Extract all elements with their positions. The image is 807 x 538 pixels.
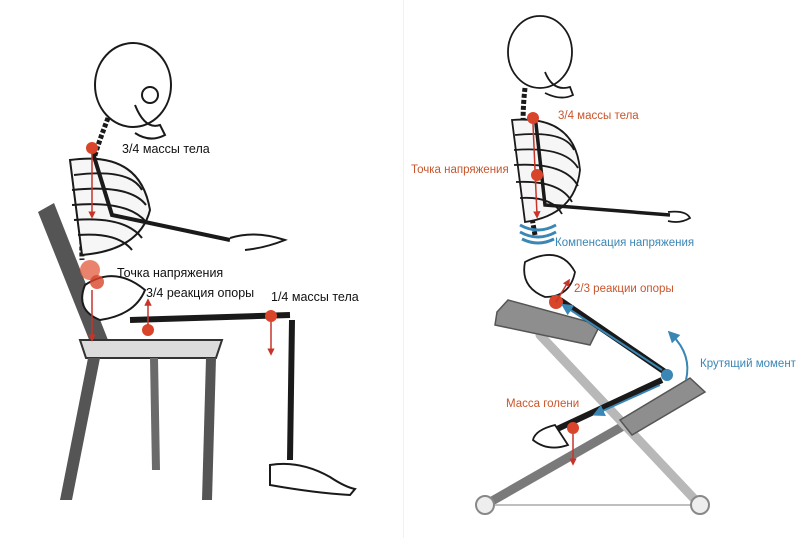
knee-marker bbox=[661, 369, 673, 381]
compensation-highlight bbox=[519, 223, 557, 245]
right-force-markers bbox=[519, 112, 689, 466]
jaw bbox=[134, 104, 167, 140]
kneeling-skeleton-right bbox=[507, 15, 692, 449]
ribs bbox=[513, 133, 579, 215]
left-upper-mass-label: 3/4 массы тела bbox=[122, 142, 210, 156]
panel-divider bbox=[403, 0, 404, 538]
chair-seat bbox=[78, 339, 224, 359]
hand bbox=[667, 210, 692, 223]
upper-mass-marker bbox=[527, 112, 539, 124]
chair-leg-mid bbox=[150, 358, 160, 470]
seated-skeleton-left bbox=[68, 42, 357, 497]
knee-pad bbox=[618, 377, 707, 436]
skull bbox=[507, 15, 573, 89]
jaw bbox=[544, 71, 575, 99]
right-shin-mass-label: Масса голени bbox=[506, 398, 580, 410]
tibia bbox=[553, 377, 664, 433]
femur bbox=[129, 312, 291, 323]
skull bbox=[94, 42, 172, 128]
left-tension-point-label: Точка напряжения bbox=[117, 266, 224, 280]
left-force-markers bbox=[80, 142, 277, 356]
left-support-reaction-label: 3/4 реакция опоры bbox=[146, 286, 255, 300]
chair-leg-front bbox=[202, 358, 216, 500]
kneeling-chair bbox=[475, 299, 710, 515]
tibia bbox=[287, 319, 295, 461]
shin-force-arrow bbox=[592, 384, 661, 416]
tension-point-marker bbox=[80, 260, 100, 280]
ribs bbox=[71, 172, 147, 251]
pelvis bbox=[523, 254, 576, 298]
rib-cage bbox=[510, 118, 581, 224]
chair-foot-right bbox=[690, 495, 710, 515]
foot bbox=[532, 423, 570, 449]
eye-socket bbox=[141, 86, 159, 104]
right-upper-mass-label: 3/4 массы тела bbox=[558, 110, 639, 122]
support-reaction-marker bbox=[142, 324, 154, 336]
hand bbox=[229, 233, 288, 251]
left-lower-mass-label: 1/4 массы тела bbox=[271, 290, 359, 304]
chair-leg-back bbox=[60, 358, 100, 500]
shin-mass-marker bbox=[567, 422, 579, 434]
torque-arrow bbox=[667, 330, 689, 381]
right-compensation-label: Компенсация напряжения bbox=[555, 237, 695, 249]
arm bbox=[90, 149, 231, 242]
kneeling-seat bbox=[494, 299, 602, 346]
right-torque-label: Крутящий момент bbox=[700, 358, 796, 370]
foot bbox=[269, 462, 357, 497]
right-support-reaction-label: 2/3 реакции опоры bbox=[574, 283, 674, 295]
upper-mass-marker bbox=[86, 142, 98, 154]
right-tension-point-label: Точка напряжения bbox=[411, 164, 509, 176]
support-reaction-arrow bbox=[555, 278, 570, 303]
lower-mass-marker bbox=[265, 310, 277, 322]
femur-force-arrow bbox=[560, 303, 663, 371]
tension-point-marker bbox=[531, 169, 543, 181]
arm bbox=[533, 114, 671, 217]
chair-foot-left bbox=[475, 495, 495, 515]
